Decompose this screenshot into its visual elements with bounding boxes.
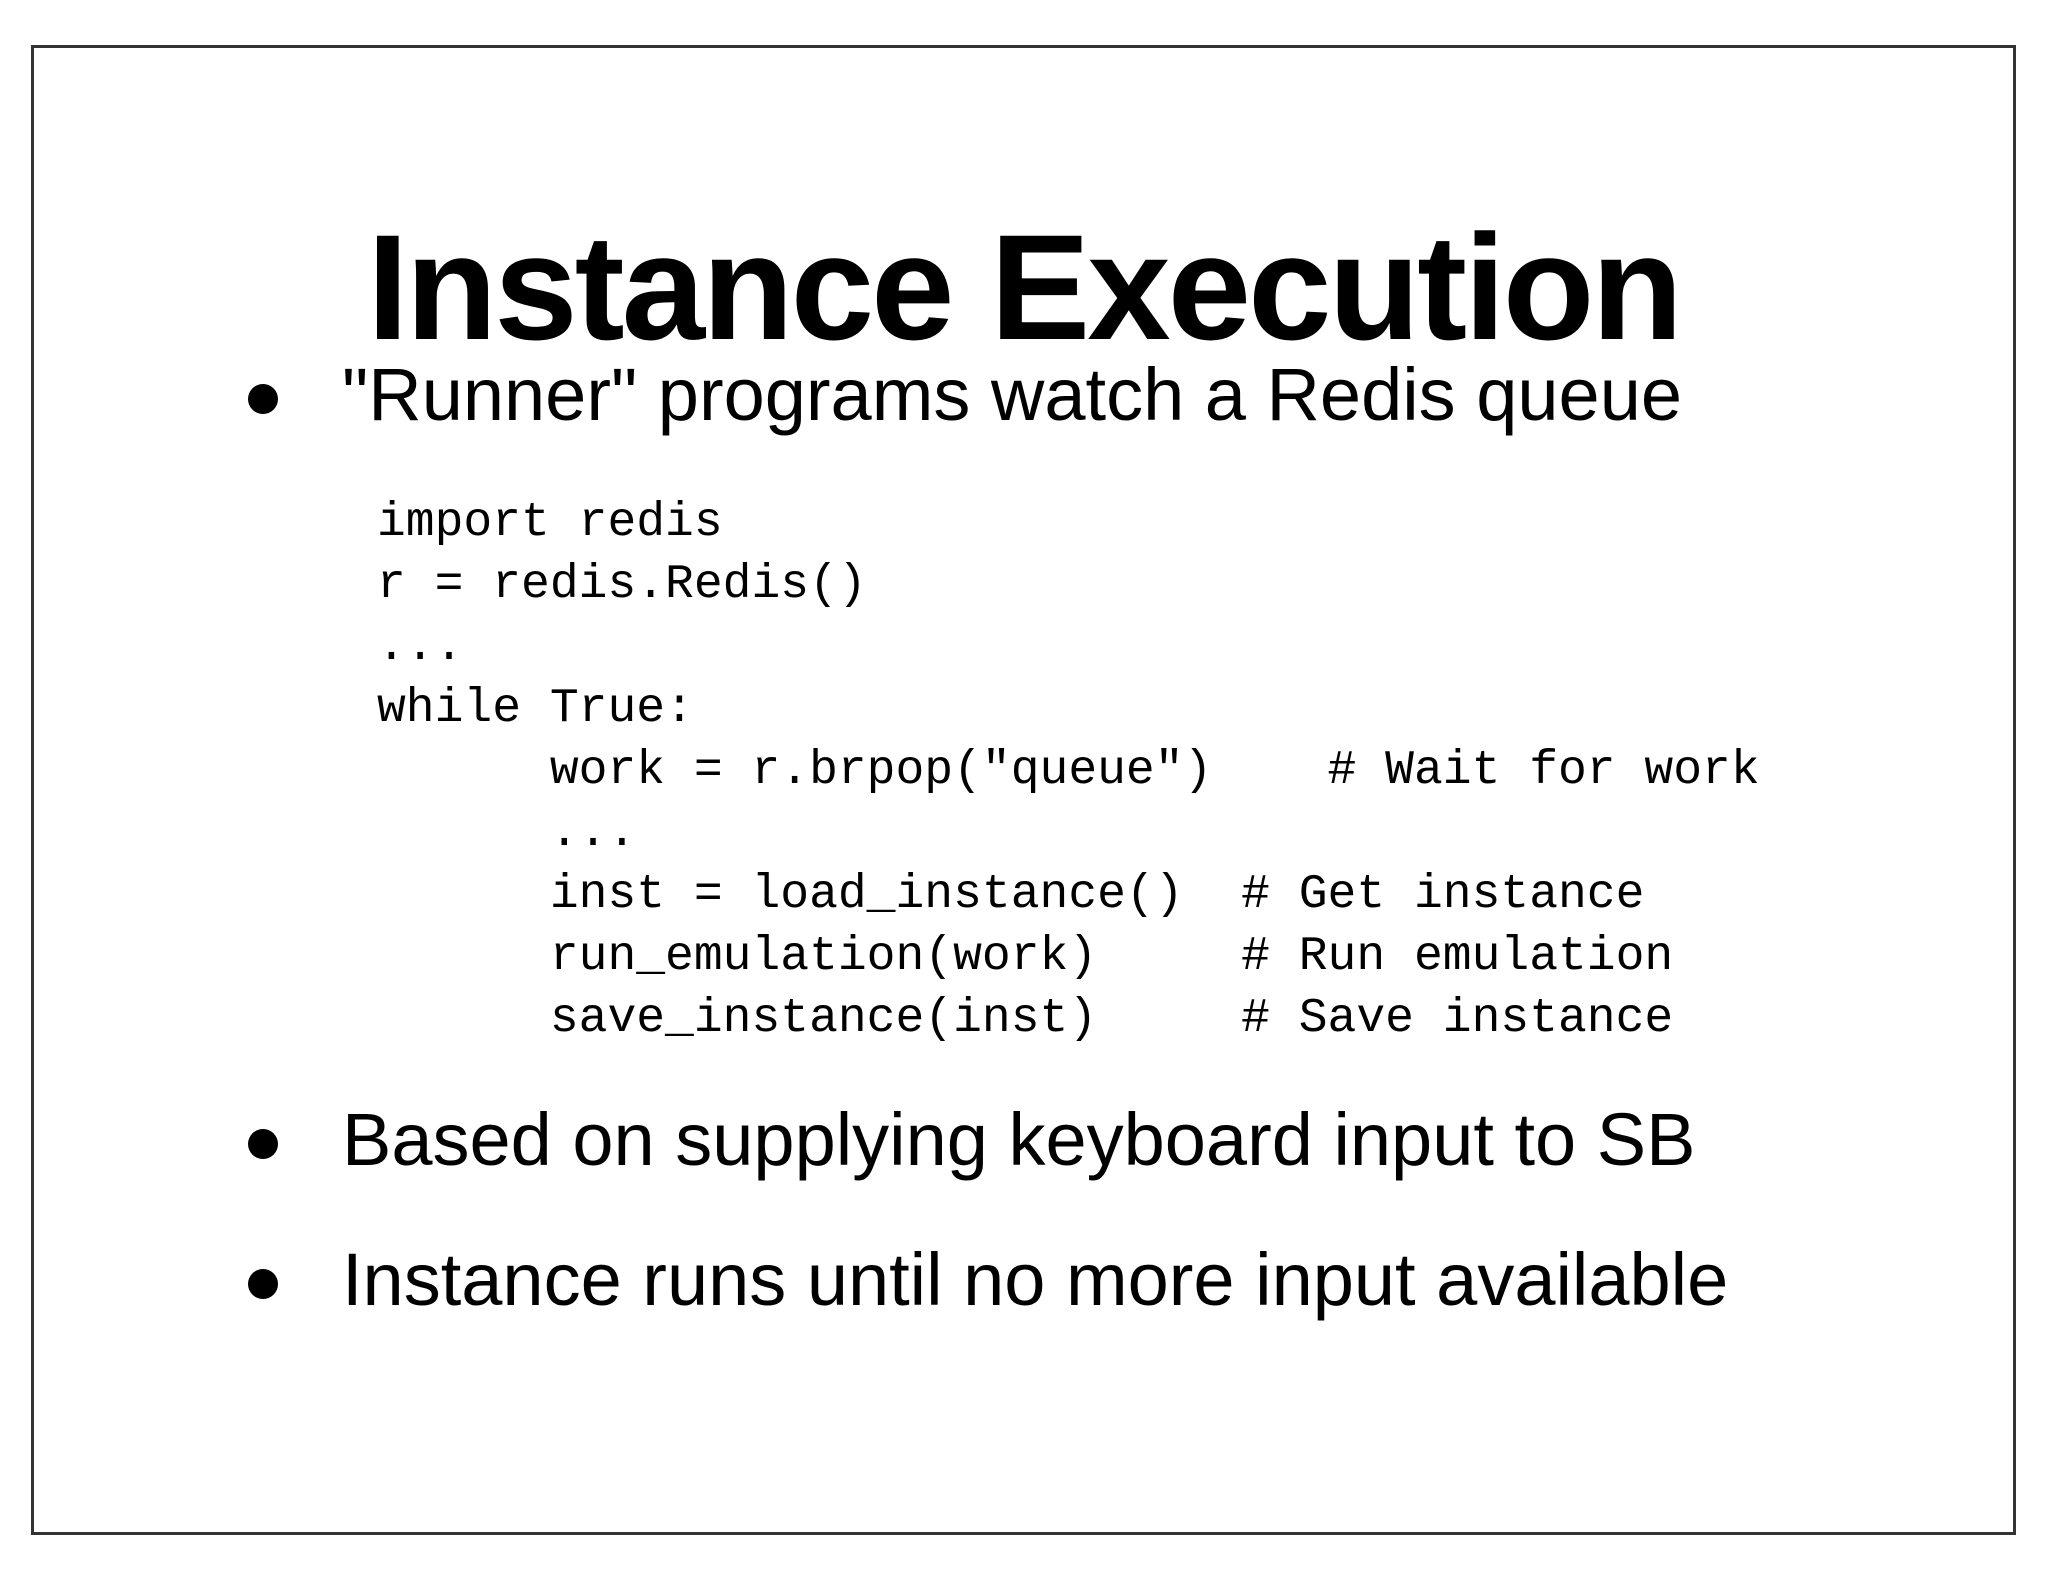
bullet-item: "Runner" programs watch a Redis queue xyxy=(248,358,1682,432)
code-line: ... xyxy=(377,806,637,860)
code-line: import redis xyxy=(377,496,723,550)
code-line: work = r.brpop("queue") # Wait for work xyxy=(377,744,1760,798)
code-line: r = redis.Redis() xyxy=(377,558,867,612)
bullet-item: Instance runs until no more input availa… xyxy=(248,1243,1728,1317)
code-line: inst = load_instance() # Get instance xyxy=(377,868,1645,922)
bullet-item: Based on supplying keyboard input to SB xyxy=(248,1103,1695,1177)
bullet-text: Instance runs until no more input availa… xyxy=(342,1238,1729,1321)
code-line: ... xyxy=(377,620,464,674)
code-block: import redis r = redis.Redis() ... while… xyxy=(377,492,1760,1050)
bullet-icon xyxy=(248,1269,278,1299)
bullet-icon xyxy=(248,384,278,414)
code-line: while True: xyxy=(377,682,694,736)
code-line: run_emulation(work) # Run emulation xyxy=(377,930,1674,984)
bullet-text: Based on supplying keyboard input to SB xyxy=(342,1098,1696,1181)
slide-title: Instance Execution xyxy=(366,202,1683,371)
bullet-icon xyxy=(248,1129,278,1159)
code-line: save_instance(inst) # Save instance xyxy=(377,992,1674,1046)
slide-border xyxy=(31,45,2016,1535)
bullet-text: "Runner" programs watch a Redis queue xyxy=(342,353,1683,436)
